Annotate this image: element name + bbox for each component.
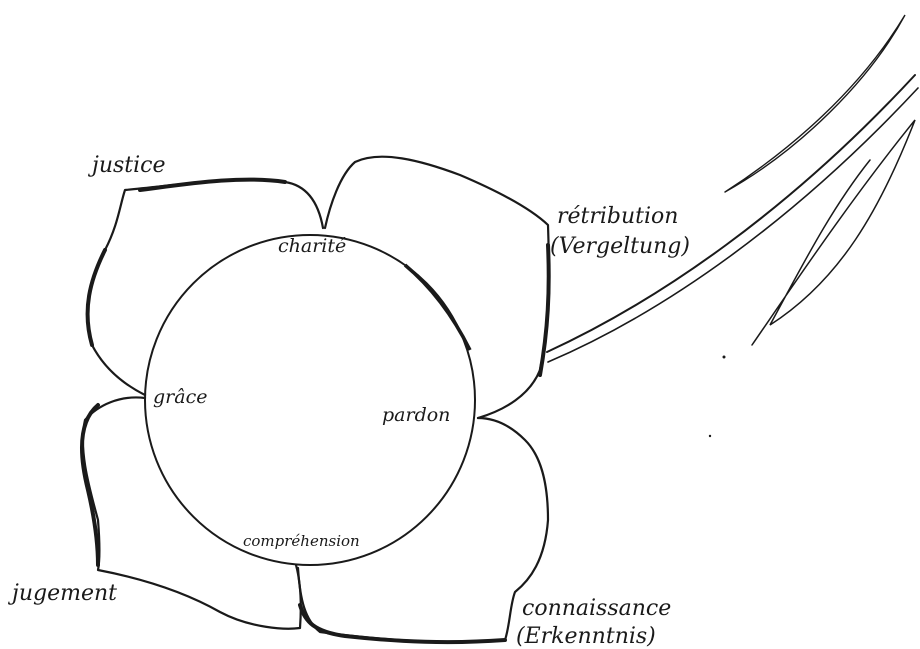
leaf-lower [752, 120, 915, 345]
stem-and-leaves [547, 15, 918, 362]
petal-connaissance-bold-edge [300, 605, 505, 642]
petal-retribution-bold-edge [540, 245, 549, 375]
label-retribution-german: (Vergeltung) [550, 234, 690, 259]
center-circle-bold-arc [405, 265, 470, 350]
label-pardon: pardon [382, 404, 450, 426]
petal-justice-bold-edge [88, 180, 285, 345]
label-jugement: jugement [7, 581, 117, 606]
label-connaissance: connaissance [522, 596, 671, 621]
petal-connaissance [298, 418, 548, 642]
label-connaissance-german: (Erkenntnis) [516, 624, 656, 649]
ink-dot [709, 435, 711, 437]
label-justice: justice [87, 153, 166, 178]
label-retribution: rétribution [557, 204, 678, 229]
leaf-upper [725, 15, 905, 192]
label-comprehension: compréhension [243, 532, 360, 550]
petal-retribution [325, 157, 549, 418]
label-charite: charité [278, 235, 346, 257]
ink-dot [723, 356, 726, 359]
petal-justice [88, 180, 323, 395]
label-grace: grâce [153, 386, 207, 408]
